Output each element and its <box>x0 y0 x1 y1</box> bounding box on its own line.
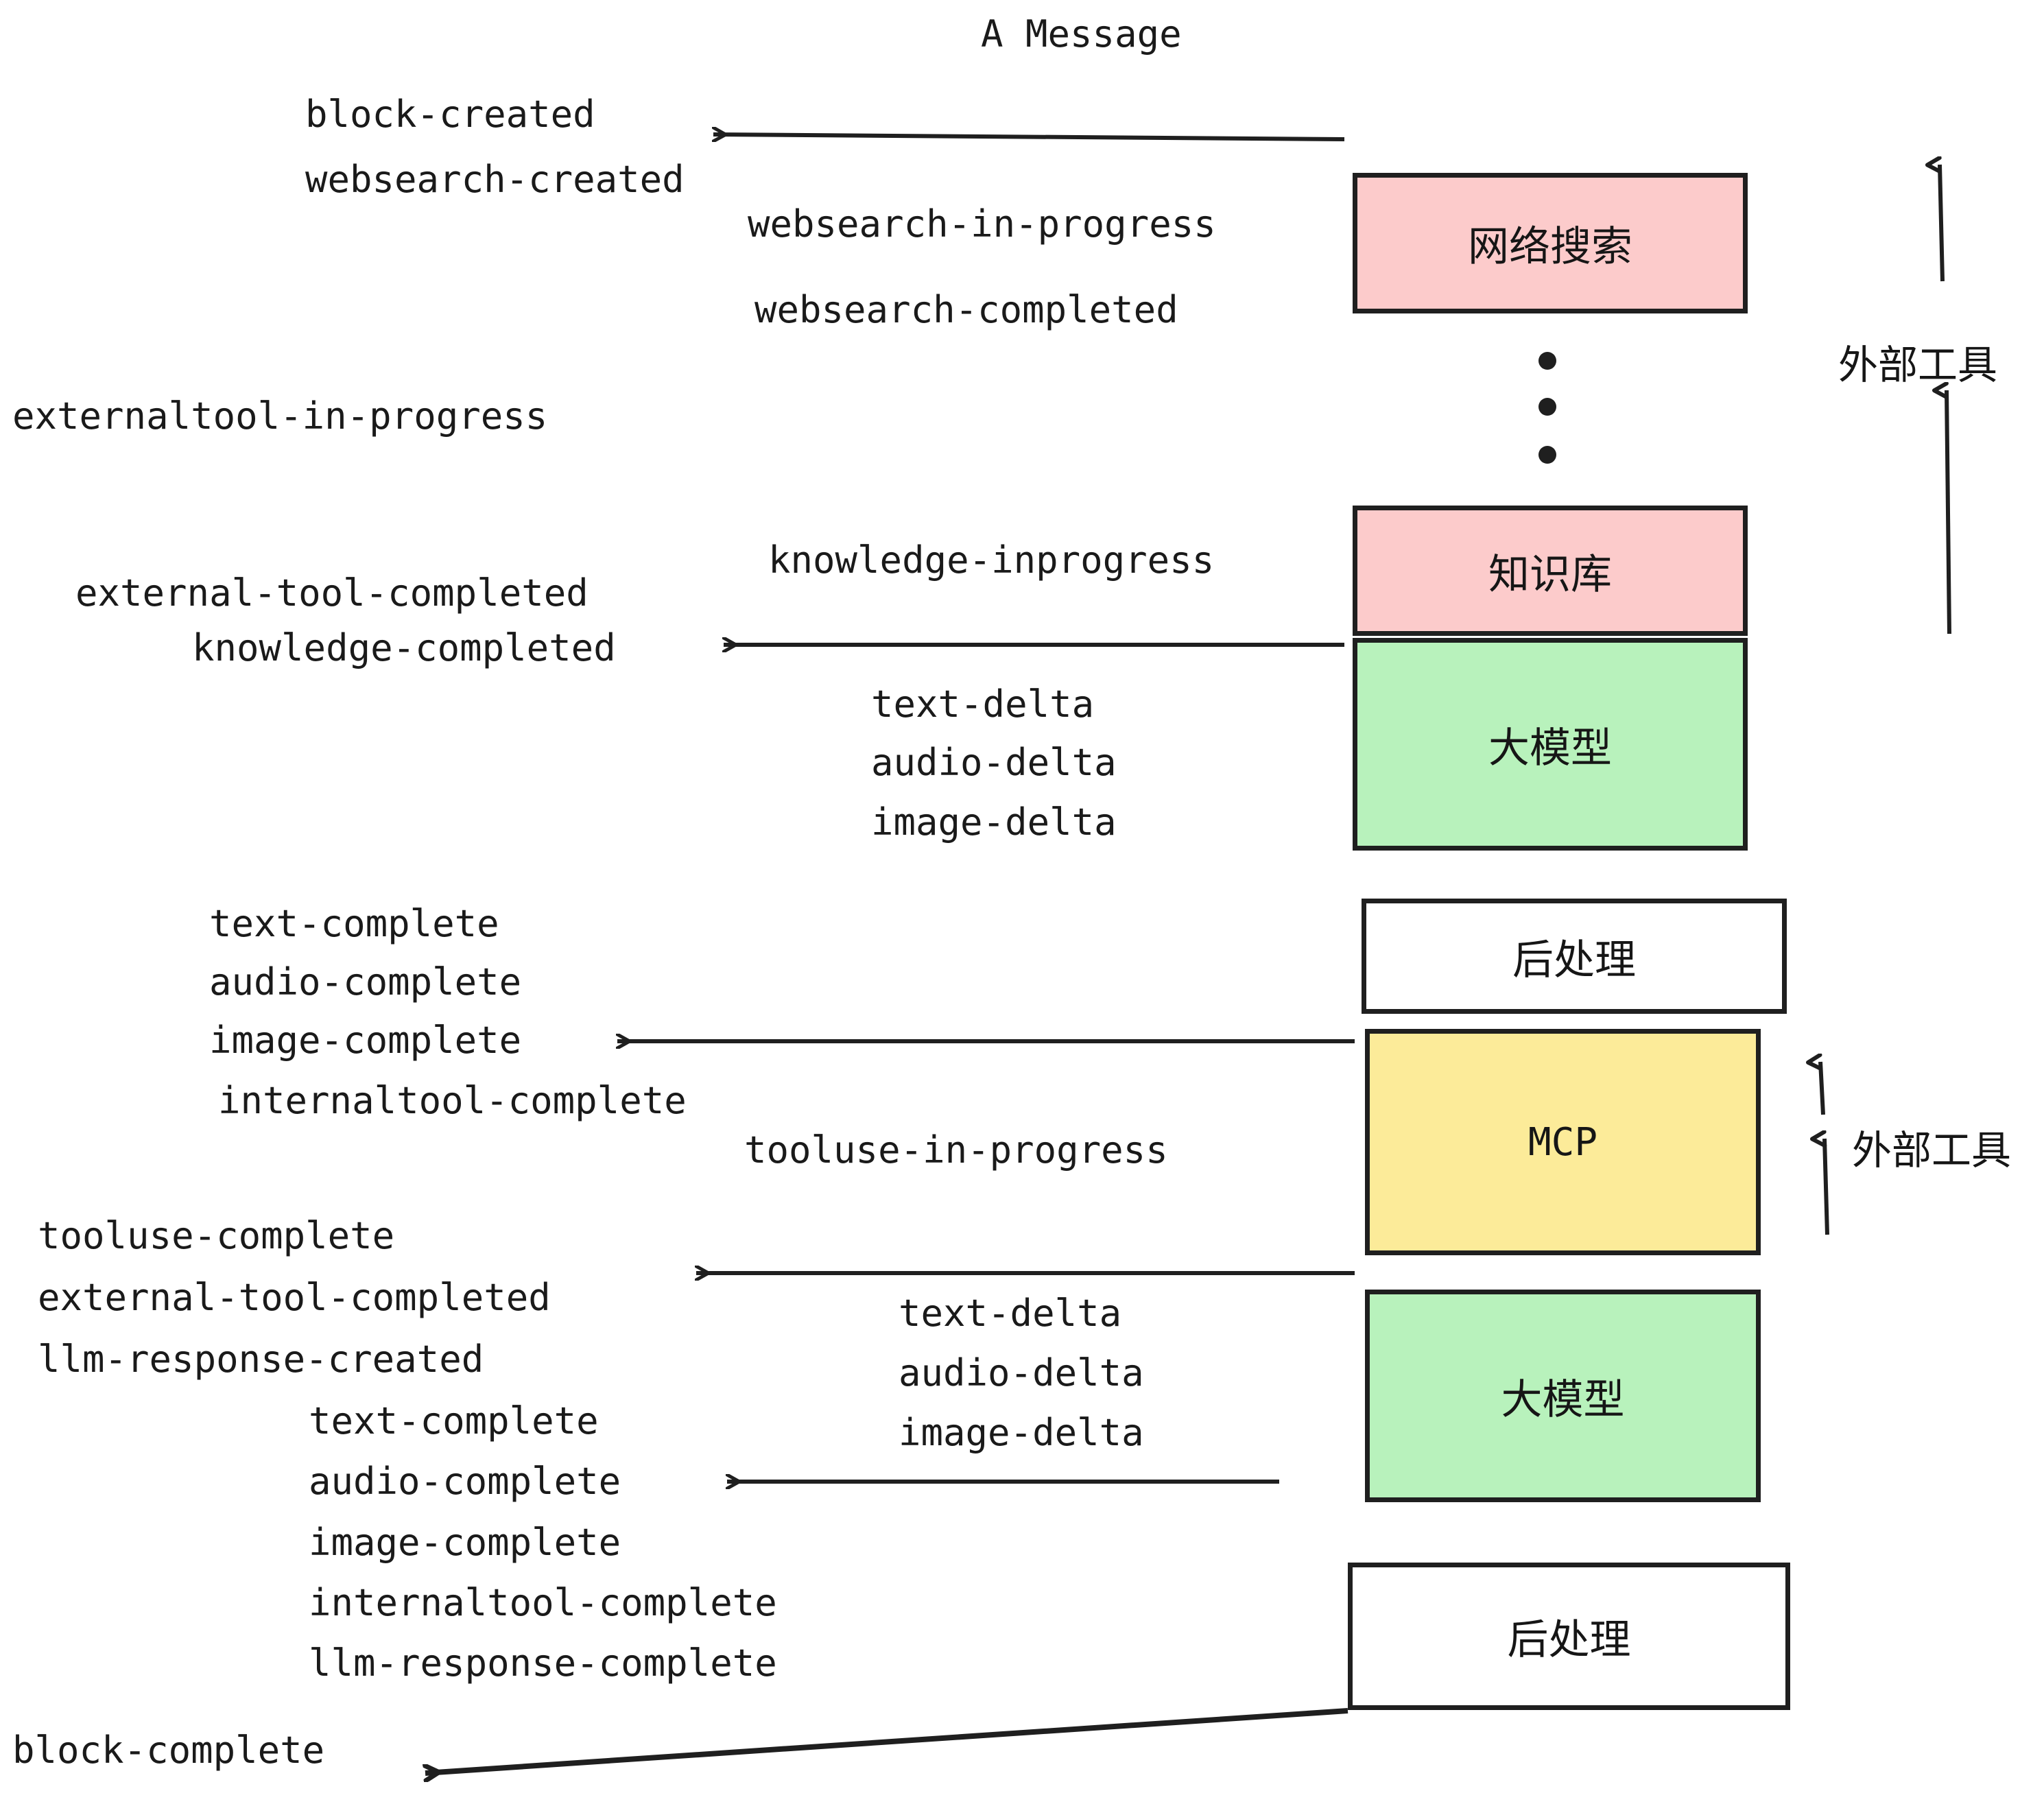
node-postprocess-2-label: 后处理 <box>1507 1616 1631 1664</box>
event-audio-complete-2: audio-complete <box>309 1460 621 1503</box>
node-llm-2-label: 大模型 <box>1501 1375 1625 1424</box>
event-tooluse-complete: tooluse-complete <box>38 1214 395 1257</box>
ext-tools2-up-arrow <box>1820 1062 1825 1115</box>
event-websearch-created: websearch-created <box>305 158 685 201</box>
ellipsis-dot-1 <box>1538 352 1556 370</box>
event-image-complete-1: image-complete <box>209 1019 522 1062</box>
event-internaltool-complete-2: internaltool-complete <box>309 1581 777 1624</box>
event-websearch-completed: websearch-completed <box>754 288 1178 331</box>
event-block-created: block-created <box>305 93 595 136</box>
event-knowledge-inprogress: knowledge-inprogress <box>768 538 1215 582</box>
event-llm-response-created: llm-response-created <box>38 1338 484 1381</box>
node-mcp-label: MCP <box>1528 1119 1598 1165</box>
node-knowledge-label: 知识库 <box>1488 550 1612 599</box>
node-postprocess-2[interactable]: 后处理 <box>1348 1563 1790 1710</box>
node-llm-2[interactable]: 大模型 <box>1365 1290 1761 1502</box>
node-llm-1-label: 大模型 <box>1488 724 1612 772</box>
ellipsis-dot-3 <box>1538 446 1556 464</box>
event-internaltool-complete-1: internaltool-complete <box>218 1079 687 1122</box>
event-audio-complete-1: audio-complete <box>209 960 522 1004</box>
event-text-complete-2: text-complete <box>309 1399 599 1443</box>
event-externaltool-in-progress: externaltool-in-progress <box>12 394 548 438</box>
node-websearch[interactable]: 网络搜索 <box>1353 173 1748 313</box>
node-websearch-label: 网络搜索 <box>1468 223 1632 271</box>
group-label-external-tools-top: 外部工具 <box>1838 342 1998 388</box>
ext-tools-up-arrow <box>1940 165 1945 282</box>
event-external-tool-completed: external-tool-completed <box>75 571 589 615</box>
node-postprocess-1[interactable]: 后处理 <box>1362 899 1787 1014</box>
page-title: A Message <box>981 12 1182 56</box>
event-block-complete: block-complete <box>12 1729 325 1772</box>
node-postprocess-1-label: 后处理 <box>1512 936 1636 984</box>
arrow-websearch-to-created <box>713 134 1345 139</box>
ellipsis-dot-2 <box>1538 398 1556 416</box>
event-text-delta-1: text-delta <box>871 683 1095 726</box>
event-knowledge-completed: knowledge-completed <box>192 626 616 669</box>
event-external-tool-completed-2: external-tool-completed <box>38 1276 551 1319</box>
event-llm-response-complete: llm-response-complete <box>309 1641 777 1685</box>
event-text-delta-2: text-delta <box>899 1292 1122 1335</box>
ext-tools-down-arrow <box>1947 390 1951 634</box>
event-image-complete-2: image-complete <box>309 1521 621 1564</box>
arrow-post2-to-block-complete <box>425 1708 1348 1773</box>
group-label-external-tools-bottom: 外部工具 <box>1852 1127 2012 1174</box>
event-image-delta-2: image-delta <box>899 1411 1144 1454</box>
event-audio-delta-1: audio-delta <box>871 741 1117 784</box>
event-text-complete-1: text-complete <box>209 902 499 945</box>
event-tooluse-in-progress: tooluse-in-progress <box>744 1128 1168 1172</box>
ext-tools2-down-arrow <box>1825 1139 1829 1235</box>
event-image-delta-1: image-delta <box>871 800 1117 844</box>
node-mcp[interactable]: MCP <box>1365 1029 1761 1255</box>
event-audio-delta-2: audio-delta <box>899 1351 1144 1394</box>
node-llm-1[interactable]: 大模型 <box>1353 638 1748 851</box>
node-knowledge[interactable]: 知识库 <box>1353 506 1748 636</box>
event-websearch-in-progress: websearch-in-progress <box>748 202 1216 246</box>
